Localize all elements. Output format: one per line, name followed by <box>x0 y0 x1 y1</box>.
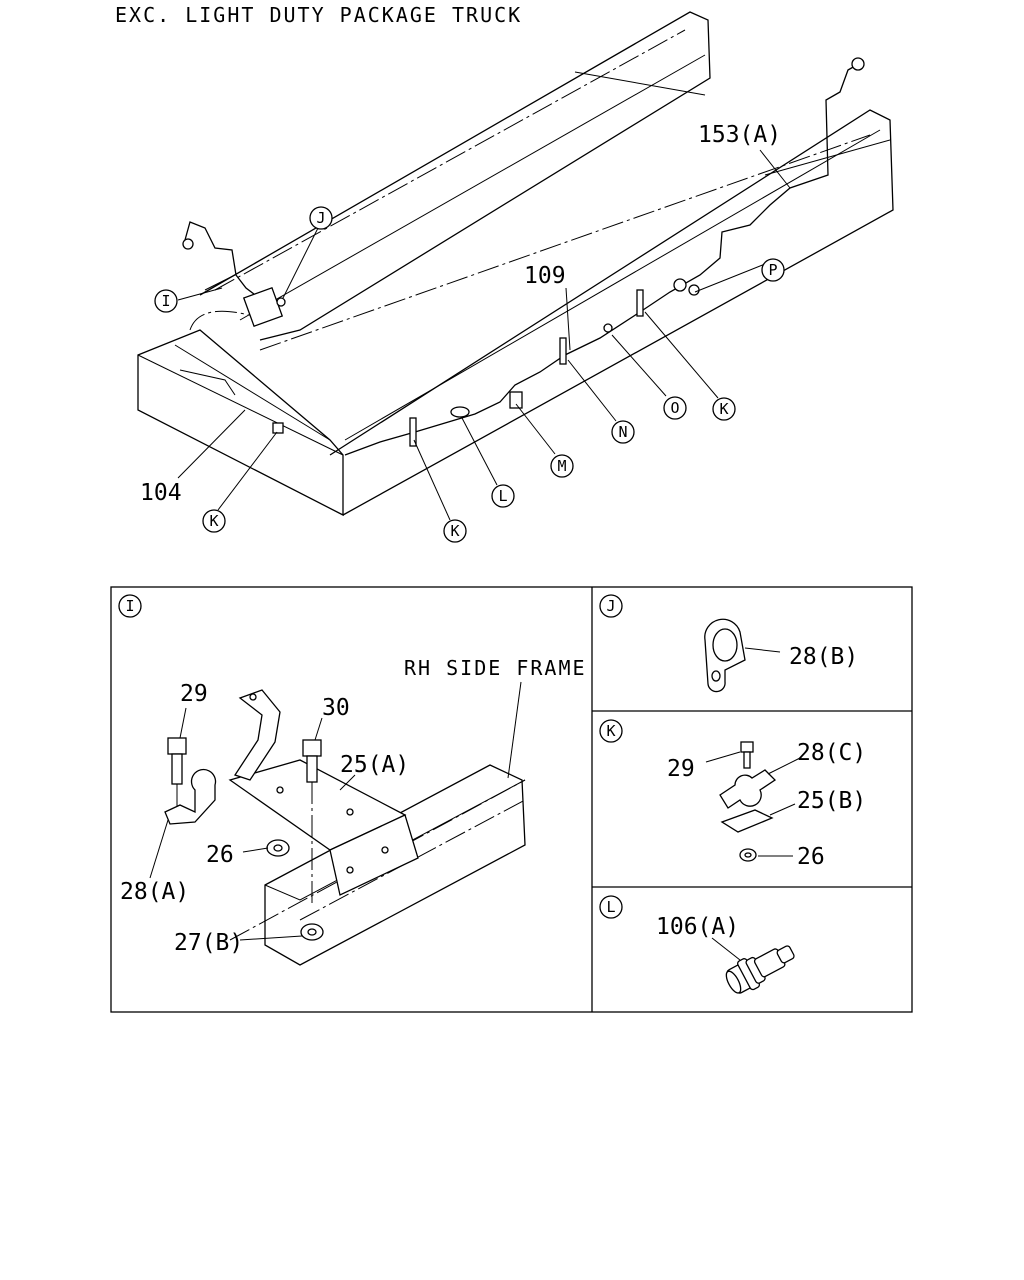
callout-k-right: K <box>712 397 736 421</box>
connector-106a-icon <box>725 945 795 994</box>
part-label-28b: 28(B) <box>789 644 858 670</box>
diagram-title: EXC. LIGHT DUTY PACKAGE TRUCK <box>115 3 522 27</box>
clip-j-icon <box>276 297 286 307</box>
bracket-i-icon <box>242 286 284 328</box>
svg-text:K: K <box>450 522 459 540</box>
plate-25b-icon <box>720 809 774 833</box>
clip-k-left-icon <box>272 422 284 434</box>
svg-text:K: K <box>209 512 218 530</box>
svg-text:J: J <box>316 209 325 227</box>
callout-p: P <box>761 258 785 282</box>
pipe-routing <box>184 61 863 456</box>
main-parts <box>182 57 865 447</box>
detail-k-letter: K <box>606 722 615 740</box>
part-label-109: 109 <box>524 263 566 289</box>
bolt-30-icon <box>302 739 322 757</box>
detail-i: I RH SIDE FRAME <box>118 594 587 966</box>
rh-side-frame-label: RH SIDE FRAME <box>404 656 587 680</box>
clamp-28c-icon <box>719 769 777 809</box>
detail-k: K 29 28(C) 25(B) 26 <box>599 719 866 870</box>
fitting-o-icon <box>603 323 613 333</box>
part-label-153a: 153(A) <box>698 122 781 148</box>
callout-n: N <box>611 420 635 444</box>
callout-j: J <box>309 206 333 230</box>
part-label-26-detail-i: 26 <box>206 842 234 868</box>
clip-k-right-icon <box>636 289 644 317</box>
detail-j: J 28(B) <box>599 594 858 693</box>
callout-k-bottom: K <box>443 519 467 543</box>
bolt-29-k-icon <box>740 741 754 753</box>
part-label-25a: 25(A) <box>340 752 409 778</box>
chassis-frame-drawing <box>137 11 894 517</box>
connector-l-icon <box>450 406 470 418</box>
svg-text:K: K <box>719 400 728 418</box>
part-label-25b: 25(B) <box>797 788 866 814</box>
callout-m: M <box>550 454 574 478</box>
detail-j-letter: J <box>606 597 615 615</box>
part-label-27b: 27(B) <box>174 930 243 956</box>
callout-k-left: K <box>202 509 226 533</box>
pipe-end-fitting-icon <box>182 238 194 250</box>
part-label-29-detail-k: 29 <box>667 756 695 782</box>
clamp-28a-icon <box>164 768 217 825</box>
svg-text:I: I <box>161 292 170 310</box>
pipe-end-fitting-top-icon <box>851 57 865 71</box>
callout-o: O <box>663 396 687 420</box>
svg-text:M: M <box>557 457 566 475</box>
clip-m-icon <box>509 391 523 409</box>
detail-i-letter: I <box>125 597 134 615</box>
svg-text:L: L <box>498 487 507 505</box>
detail-l: L 106(A) <box>599 895 795 994</box>
part-label-30: 30 <box>322 695 350 721</box>
part-label-28c: 28(C) <box>797 740 866 766</box>
callout-l: L <box>491 484 515 508</box>
part-label-28a: 28(A) <box>120 879 189 905</box>
leader-lines <box>177 149 791 521</box>
part-label-106a: 106(A) <box>656 914 739 940</box>
svg-text:O: O <box>670 399 679 417</box>
svg-text:N: N <box>618 423 627 441</box>
callout-i: I <box>154 289 178 313</box>
part-label-26-detail-k: 26 <box>797 844 825 870</box>
clamp-28b-icon <box>704 618 746 693</box>
detail-boxes <box>110 586 913 1013</box>
clip-n-icon <box>559 337 567 365</box>
junction-p-icon <box>673 278 687 292</box>
part-label-29-detail-i: 29 <box>180 681 208 707</box>
detail-l-letter: L <box>606 898 615 916</box>
part-label-104: 104 <box>140 480 182 506</box>
junction-p2-icon <box>688 284 700 296</box>
svg-text:P: P <box>768 261 777 279</box>
bolt-29-icon <box>167 737 187 755</box>
clip-k-bottom-icon <box>409 417 417 447</box>
